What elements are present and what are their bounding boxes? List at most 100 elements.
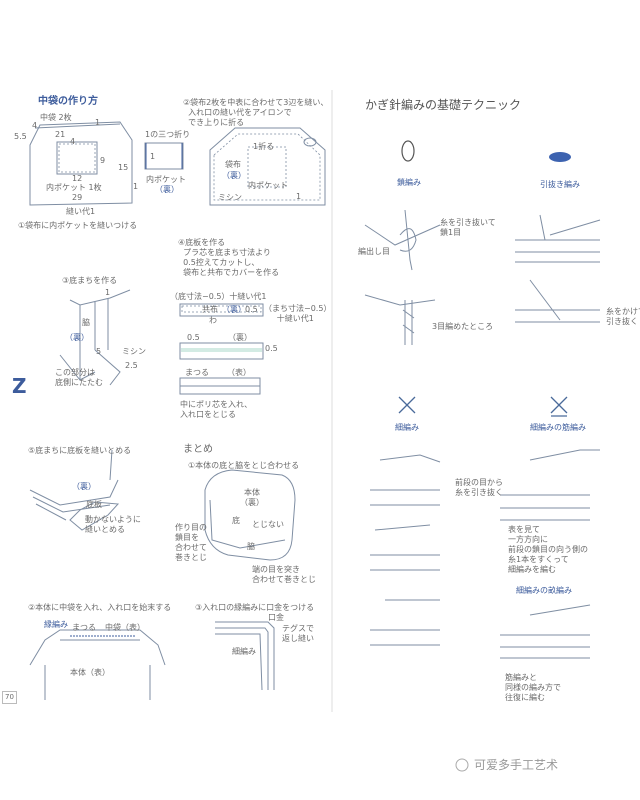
body-diagram — [204, 469, 296, 561]
tegusu-label: テグスで 返し縫い — [282, 624, 314, 643]
fold-label: 1の三つ折り — [145, 130, 191, 139]
edge-label: 縁編み — [44, 620, 68, 629]
dim: 21 — [55, 130, 66, 139]
watermark: 可爱多手工艺术 — [474, 758, 559, 772]
bag-panel-diagram — [29, 121, 133, 206]
pocket-back-label: 内ポケット — [146, 175, 186, 184]
sc-label: 細編み — [395, 423, 419, 432]
machine-label: ミシン — [218, 193, 242, 202]
chain-note: 3目編めたところ — [432, 322, 494, 331]
bottom-label: 底 — [232, 516, 240, 525]
edge-label: 細編み — [232, 647, 256, 656]
rib-illustration — [500, 604, 591, 659]
back-loop-label: 細編みの筋編み — [530, 423, 586, 432]
pocket-label: 内ポケット 1枚 — [46, 183, 102, 192]
cover-diagram — [179, 303, 264, 317]
dim: 29 — [72, 193, 83, 202]
step5-title: ⑤底まちに底板を縫いとめる — [28, 446, 132, 455]
side-label: 脇 — [82, 318, 90, 327]
single-crochet-symbol-icon — [398, 396, 416, 414]
cloth-label: 共布 — [202, 305, 218, 314]
fold-note: この部分は 底側にたたむ — [55, 368, 103, 387]
pocket-label: 内ポケット — [248, 181, 288, 190]
back-loop-illustration — [500, 449, 600, 521]
chain-symbol-icon — [401, 140, 415, 162]
board-diagram — [179, 342, 264, 360]
body-label: 本体 （裏） — [240, 488, 264, 507]
wechat-icon — [455, 758, 469, 772]
dimension-label: （底寸法−0.5）十縫い代1 — [170, 292, 267, 301]
dimension-label: （まち寸法−0.5） 十縫い代1 — [264, 304, 332, 323]
dim: 1 — [95, 118, 101, 127]
seam-label: 縫い代1 — [66, 207, 96, 216]
whipstitch-note: 端の目を突き 合わせて巻きとじ — [252, 565, 316, 584]
board-label: 底板 — [86, 500, 102, 509]
dim: 0.5 — [245, 305, 258, 314]
no-close-label: とじない — [252, 520, 284, 529]
dim: 1 — [133, 182, 139, 191]
front-label: （表） — [227, 368, 251, 377]
dim: 1 — [296, 192, 302, 201]
bag-count: 中袋 2枚 — [40, 113, 72, 122]
bottom-board-diagram — [29, 449, 120, 531]
dim: 15 — [118, 163, 129, 172]
inner-pocket-diagram — [56, 141, 98, 175]
dim: 12 — [72, 174, 83, 183]
gusset-diagram — [59, 289, 131, 386]
dim: 0.5 — [265, 344, 278, 353]
fold-mark: わ — [209, 316, 217, 325]
z-mark: Z — [12, 374, 27, 398]
dim: 4 — [32, 121, 38, 130]
chain-step2-illustration — [364, 294, 436, 345]
insert-lining-diagram — [29, 629, 166, 700]
step7-title: ③入れ口の縁編みに口金をつける — [195, 603, 315, 612]
back-label: （裏） — [65, 333, 89, 342]
slip-illustration — [515, 214, 601, 323]
dim: 2.5 — [125, 361, 138, 370]
sc-illustrations — [370, 454, 441, 646]
whipstitch-note: 作り目の 鎖目を 合わせて 巻きとじ — [175, 523, 207, 562]
board-note: 中にポリ芯を入れ、 入れ口をとじる — [180, 400, 253, 419]
page-number: 70 — [2, 691, 17, 704]
summary-step1: ①本体の底と脇をとじ合わせる — [188, 461, 300, 470]
rib-note: 筋編みと 同様の編み方で 往復に編む — [505, 673, 561, 702]
step3-title: ③底まちを作る — [62, 276, 118, 285]
back-loop-note: 表を見て 一方方向に 前段の鎖目の向う側の 糸1本をすくって 細編みを編む — [508, 525, 588, 574]
cloth-label: 袋布 — [225, 160, 241, 169]
back-label: （裏） — [72, 482, 96, 491]
machine-label: ミシン — [122, 347, 146, 356]
clasp-label: 口金 — [268, 613, 284, 622]
lining-label: 中袋（表） — [105, 623, 145, 632]
pocket-fold-diagram — [144, 142, 184, 170]
dim: 5.5 — [14, 132, 27, 141]
matsuru-label: まつる — [72, 623, 96, 632]
dim: 1 — [105, 288, 111, 297]
slip-label: 引抜き編み — [540, 180, 580, 189]
side-label: （裏） — [155, 185, 179, 194]
dim: 9 — [100, 156, 106, 165]
section-title: 中袋の作り方 — [38, 96, 98, 107]
stitch-note: 動かないように 縫いとめる — [85, 515, 141, 534]
step4-text: ④底板を作る プラ芯を底まち寸法より 0.5控えてカットし、 袋布と共布でカバー… — [178, 238, 280, 277]
section-title: かぎ針編みの基礎テクニック — [365, 98, 522, 112]
fold-label: 1折る — [253, 142, 275, 151]
dim: 4 — [70, 137, 76, 146]
back-label: （裏） — [228, 333, 252, 342]
step2-text: ②袋布2枚を中表に合わせて3辺を縫い、 入れ口の縫い代をアイロンで でき上りに折… — [183, 98, 329, 127]
dim: 5 — [96, 347, 102, 356]
slip-stitch-symbol-icon — [549, 152, 571, 162]
back-label: （裏） — [222, 305, 246, 314]
clasp-diagram — [215, 621, 275, 691]
step6-title: ②本体に中袋を入れ、入れ口を始末する — [28, 603, 172, 612]
chain-note: 編出し目 — [358, 247, 390, 256]
slip-note: 糸をかけて 引き抜く — [606, 307, 640, 326]
back-loop-symbol-icon — [550, 396, 568, 417]
dim: 1 — [150, 152, 156, 161]
side-label: （裏） — [222, 171, 246, 180]
step1-caption: ①袋布に内ポケットを縫いつける — [18, 221, 138, 230]
summary-title: まとめ — [183, 444, 213, 455]
rib-label: 細編みの畝編み — [516, 586, 572, 595]
sc-note: 前段の目から 糸を引き抜く — [455, 478, 503, 497]
